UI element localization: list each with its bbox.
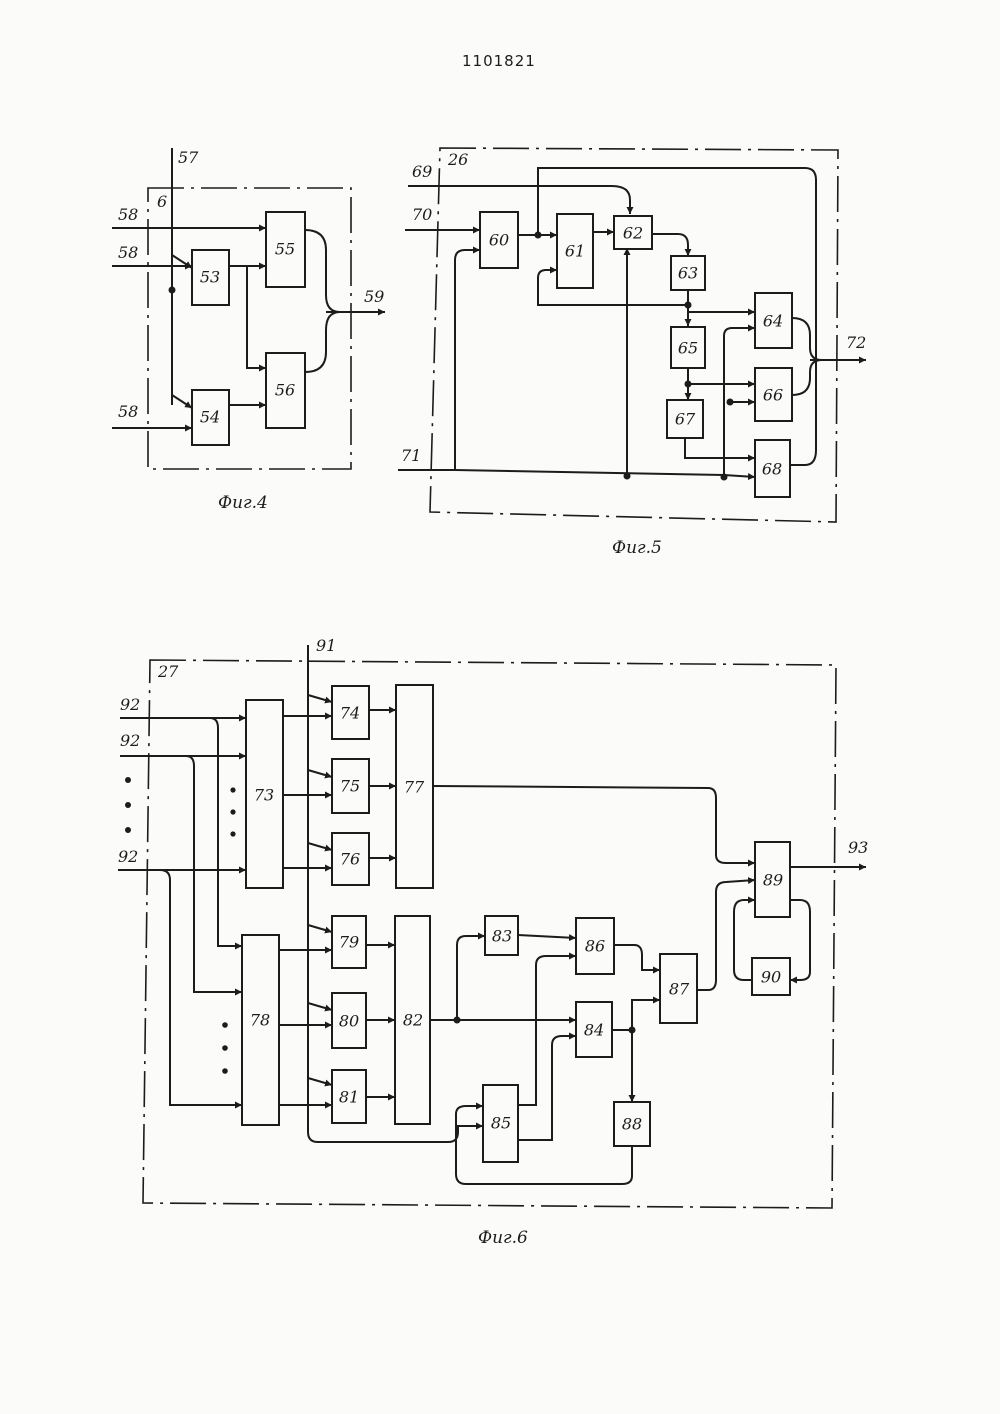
figure-5: 26 69 70 71 xyxy=(398,148,866,558)
fig6-block-79-label: 79 xyxy=(339,933,359,952)
fig5-wire-64-out xyxy=(792,318,822,360)
fig5-block-60-label: 60 xyxy=(489,231,509,250)
fig5-wire-66-out xyxy=(792,360,822,395)
fig6-block-76-label: 76 xyxy=(340,850,360,869)
fig6-wire-91-81 xyxy=(308,1078,332,1085)
fig4-block-55-label: 55 xyxy=(275,240,295,259)
fig5-signal-72: 72 xyxy=(846,333,866,352)
fig4-frame-label: 6 xyxy=(157,192,167,211)
fig6-wire-86-87 xyxy=(614,945,660,970)
fig6-block-90-label: 90 xyxy=(761,968,781,987)
fig6-block-78-label: 78 xyxy=(250,1011,270,1030)
fig4-wire-55-out xyxy=(305,230,340,312)
fig5-block-65-label: 65 xyxy=(678,339,698,358)
fig6-signal-92c: 92 xyxy=(118,847,138,866)
fig6-wire-87-89 xyxy=(697,880,755,990)
fig4-block-54-label: 54 xyxy=(200,408,220,427)
fig6-wire-82-83 xyxy=(457,936,485,1020)
fig6-wire-89-90 xyxy=(790,900,810,980)
fig6-caption: Фиг.6 xyxy=(478,1228,528,1248)
fig6-signal-92b: 92 xyxy=(120,731,140,750)
fig6-wire-91-75 xyxy=(308,770,332,777)
fig5-wire-71-60 xyxy=(455,250,480,470)
fig4-junction xyxy=(169,287,176,294)
fig4-block-56-label: 56 xyxy=(275,381,295,400)
fig5-caption: Фиг.5 xyxy=(612,538,662,558)
fig5-signal-71: 71 xyxy=(401,446,421,465)
fig6-block-81-label: 81 xyxy=(339,1088,359,1107)
fig6-wire-83-86 xyxy=(518,935,576,938)
fig6-block-87-label: 87 xyxy=(669,980,690,999)
fig6-block-84-label: 84 xyxy=(584,1021,604,1040)
figure-6: 27 91 92 92 92 xyxy=(118,636,868,1248)
fig5-wire-67-68 xyxy=(685,438,755,458)
fig4-wire-57-54 xyxy=(172,395,192,408)
fig6-ellipsis-73 xyxy=(230,787,235,836)
fig6-block-75-label: 75 xyxy=(340,777,360,796)
fig6-block-74-label: 74 xyxy=(340,704,360,723)
fig6-signal-93: 93 xyxy=(848,838,868,857)
fig6-wire-77-89 xyxy=(433,786,755,863)
fig6-block-83-label: 83 xyxy=(492,927,512,946)
fig6-block-85-label: 85 xyxy=(491,1114,511,1133)
fig6-wire-84-87 xyxy=(612,1000,660,1030)
fig6-block-80-label: 80 xyxy=(339,1012,359,1031)
fig4-signal-58b: 58 xyxy=(118,243,138,262)
fig6-signal-91: 91 xyxy=(316,636,336,655)
fig4-signal-59: 59 xyxy=(364,287,384,306)
fig4-frame xyxy=(148,188,351,469)
fig6-block-78 xyxy=(242,935,279,1125)
fig6-ellipsis-78 xyxy=(222,1022,228,1074)
fig5-wire-62-63 xyxy=(652,234,688,256)
fig5-block-66-label: 66 xyxy=(763,386,783,405)
fig6-wire-91-80 xyxy=(308,1003,332,1010)
fig5-block-64-label: 64 xyxy=(763,312,783,331)
fig4-signal-57: 57 xyxy=(178,148,199,167)
fig5-wire-69-62 xyxy=(408,186,630,214)
fig6-signal-92a: 92 xyxy=(120,695,140,714)
fig6-frame-label: 27 xyxy=(157,662,179,681)
fig6-block-82-label: 82 xyxy=(403,1011,423,1030)
fig4-signal-58c: 58 xyxy=(118,402,138,421)
document-number: 1101821 xyxy=(462,52,536,70)
fig6-block-86-label: 86 xyxy=(585,937,605,956)
fig5-signal-70: 70 xyxy=(412,205,432,224)
fig6-wire-91-76 xyxy=(308,843,332,850)
fig4-wire-56-out xyxy=(305,312,340,372)
fig5-frame-label: 26 xyxy=(447,150,468,169)
fig6-wire-85-84 xyxy=(518,1036,576,1140)
fig5-block-62-label: 62 xyxy=(623,224,643,243)
fig6-wire-92a-78 xyxy=(210,718,242,946)
fig4-wire-53-56 xyxy=(247,266,266,368)
fig5-block-68-label: 68 xyxy=(762,460,782,479)
fig4-block-53-label: 53 xyxy=(200,268,220,287)
fig6-wire-91-74 xyxy=(308,695,332,702)
fig6-wire-91-79 xyxy=(308,925,332,932)
fig5-block-63-label: 63 xyxy=(678,264,698,283)
fig4-caption: Фиг.4 xyxy=(218,493,268,513)
figure-4: 6 57 58 58 58 59 53 54 55 56 Фиг.4 xyxy=(112,148,385,513)
fig5-wire-71-68 xyxy=(398,470,755,477)
fig6-ellipsis-inputs xyxy=(125,777,131,833)
fig5-block-61-label: 61 xyxy=(565,242,585,261)
fig5-block-67-label: 67 xyxy=(675,410,696,429)
fig4-signal-58a: 58 xyxy=(118,205,138,224)
fig6-block-73-label: 73 xyxy=(254,786,274,805)
fig6-wire-85-86 xyxy=(518,956,576,1105)
fig6-block-89-label: 89 xyxy=(763,871,783,890)
fig5-signal-69: 69 xyxy=(412,162,432,181)
fig6-block-77-label: 77 xyxy=(404,778,425,797)
fig6-wire-92c-78 xyxy=(160,870,242,1105)
fig6-block-88-label: 88 xyxy=(622,1115,642,1134)
